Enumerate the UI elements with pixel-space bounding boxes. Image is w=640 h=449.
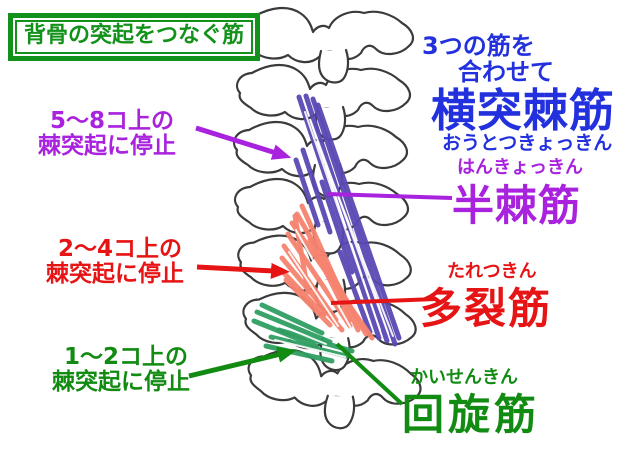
rotatores-pointer-line (335, 342, 404, 406)
multifidus-fiber-bundle (278, 203, 375, 341)
purple-annotation-arrow (195, 125, 292, 160)
spinous-process (322, 393, 356, 431)
spinous-process (317, 48, 350, 84)
semispinalis-furigana: はんきょっきん (457, 157, 583, 178)
semispinalis-annotation: 5〜8コ上の 棘突起に停止 (38, 109, 176, 159)
heading-line2: 合わせて (458, 58, 554, 86)
annotation-line: 棘突起に停止 (52, 369, 190, 395)
annotation-line: 棘突起に停止 (46, 261, 184, 287)
annotation-line: 1〜2コ上の (64, 344, 189, 370)
annotation-line: 5〜8コ上の (50, 108, 175, 134)
rotatores-fiber-bundle (251, 302, 355, 364)
annotation-line: 棘突起に停止 (38, 133, 176, 159)
multifidus-label: 多裂筋 (420, 284, 553, 333)
semispinalis-label: 半棘筋 (452, 181, 582, 230)
vertebral-column (232, 6, 424, 431)
heading-line1: 3つの筋を (422, 32, 535, 60)
semispinalis-fiber-bundle (293, 93, 402, 347)
title-box: 背骨の突起をつなぐ筋 (8, 13, 261, 61)
title-text: 背骨の突起をつなぐ筋 (15, 20, 254, 54)
rotatores-annotation: 1〜2コ上の 棘突起に停止 (52, 345, 190, 395)
red-annotation-arrow (196, 262, 290, 279)
green-annotation-arrow (188, 346, 297, 379)
annotation-line: 2〜4コ上の (58, 236, 183, 262)
muscle-group-furigana: おうとつきょっきん (442, 132, 613, 154)
multifidus-pointer-line (330, 297, 437, 305)
semispinalis-pointer-line (326, 192, 453, 200)
muscle-group-name: 横突棘筋 (431, 84, 616, 137)
rotatores-label: 回旋筋 (402, 390, 541, 439)
multifidus-annotation: 2〜4コ上の 棘突起に停止 (46, 237, 184, 287)
rotatores-furigana: かいせんきん (410, 367, 518, 388)
multifidus-furigana: たれつきん (447, 261, 537, 282)
